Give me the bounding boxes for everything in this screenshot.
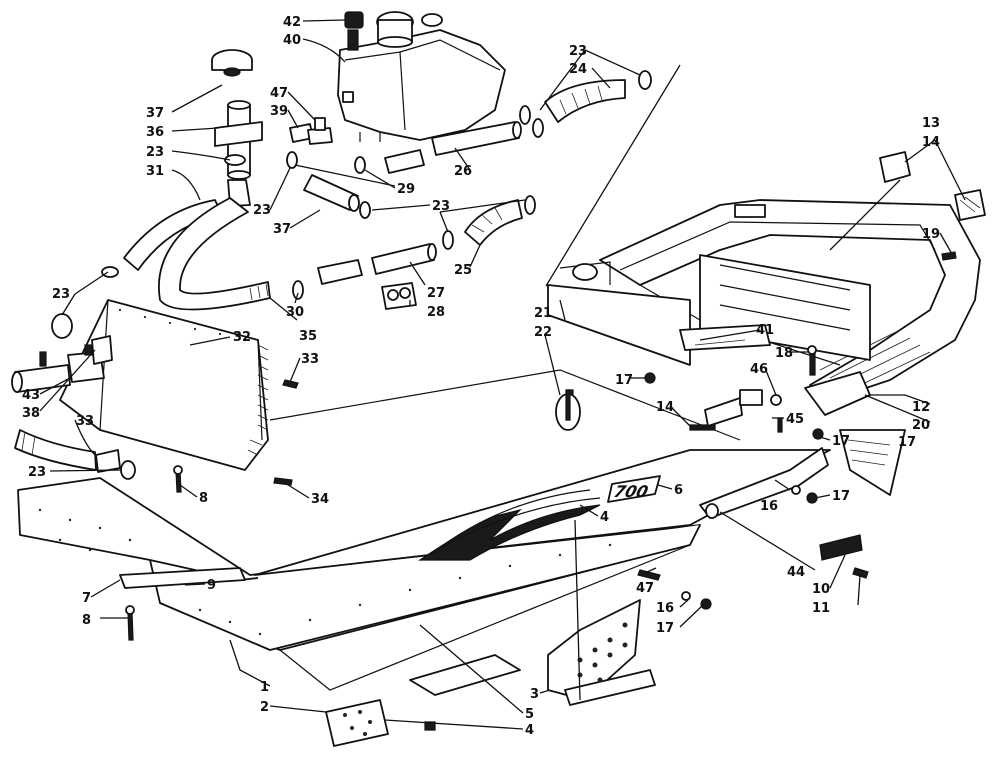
- filler-neck-part-35: [214, 100, 263, 180]
- callout-17-c: 17: [832, 489, 850, 504]
- callout-28-upper: 29: [397, 182, 415, 197]
- callout-22: 22: [534, 325, 552, 340]
- callout-5: 5: [525, 707, 534, 722]
- callout-17-d: 17: [656, 621, 674, 636]
- callout-1: 1: [260, 680, 269, 695]
- callout-39: 40: [283, 33, 301, 48]
- callout-9: 9: [207, 578, 216, 593]
- callout-41: 41: [756, 323, 774, 338]
- callout-30: 32: [233, 330, 251, 345]
- callout-34: 35: [299, 329, 317, 344]
- callout-16-b: 16: [656, 601, 674, 616]
- rear-end-cap-part-20: [804, 371, 871, 416]
- tube-part-28-upper: [384, 149, 425, 174]
- callout-17-e: 17: [898, 435, 916, 450]
- callout-21: 21: [534, 306, 552, 321]
- tube-part-26-upper: [431, 121, 522, 156]
- tube-part-28-lower: [317, 259, 363, 285]
- callout-23-b: 23: [253, 203, 271, 218]
- callout-12: 12: [912, 400, 930, 415]
- callout-45: 46: [750, 362, 768, 377]
- callout-2: 2: [260, 700, 269, 715]
- leader-lines: [39, 19, 966, 730]
- callout-27: 28: [427, 305, 445, 320]
- callout-44: 45: [786, 412, 804, 427]
- callout-36: 37: [146, 106, 164, 121]
- callout-47: 47: [636, 581, 654, 596]
- callout-11: 11: [812, 601, 830, 616]
- callout-7: 7: [82, 591, 91, 606]
- callout-3: 3: [530, 687, 539, 702]
- callout-42: 43: [22, 388, 40, 403]
- callout-6: 6: [674, 483, 683, 498]
- callout-31: 33: [301, 352, 319, 367]
- tunnel-brace-part-43: [699, 447, 829, 519]
- callout-19: 19: [922, 227, 940, 242]
- callout-28-lower: 30: [286, 305, 304, 320]
- callout-46: 47: [270, 86, 288, 101]
- hardware: [125, 251, 957, 731]
- plate-part-2: [325, 699, 389, 747]
- callout-23-a: 23: [146, 145, 164, 160]
- callout-18: 18: [775, 346, 793, 361]
- callout-4-upper: 4: [600, 510, 609, 525]
- radiator-cap-part-36: [211, 49, 253, 77]
- callout-4-lower: 4: [525, 723, 534, 738]
- callout-37-lower: 38: [22, 406, 40, 421]
- callout-8-upper: 8: [199, 491, 208, 506]
- strip-part-10: [819, 534, 863, 561]
- callout-23-f: 23: [28, 465, 46, 480]
- callout-43: 44: [787, 565, 805, 580]
- callout-13: 13: [922, 116, 940, 131]
- clamp-block-part-27: [381, 282, 417, 310]
- foot-pad-part-5: [409, 654, 521, 696]
- hose-clamps-part-23: [51, 70, 652, 480]
- callout-26-upper: 26: [454, 164, 472, 179]
- bracket-part-3: [547, 599, 656, 706]
- callout-29: 31: [146, 164, 164, 179]
- callout-23-c: 23: [569, 44, 587, 59]
- callout-labels: 42 40 47 39 37 36 23 31 23 37 29 26 23 2…: [22, 15, 940, 738]
- callout-8-lower: 8: [82, 613, 91, 628]
- reflector-part-14: [954, 189, 986, 221]
- hose-part-33: [14, 429, 97, 471]
- callout-33: 33: [76, 414, 94, 429]
- callout-15: 14: [656, 400, 674, 415]
- model-badge-text: 700: [612, 482, 650, 501]
- hose-part-37: [303, 174, 360, 212]
- callout-38: 39: [270, 104, 288, 119]
- callout-16-a: 16: [760, 499, 778, 514]
- tube-part-26-lower: [371, 243, 437, 275]
- reflector-part-13: [879, 151, 911, 183]
- fitting-part-33-joint: [95, 449, 121, 473]
- hose-part-25: [464, 199, 523, 246]
- tank-cap-part-40: [344, 11, 364, 51]
- mount-plate-part-21: [547, 261, 691, 366]
- callout-24: 24: [569, 62, 587, 77]
- callout-40: 42: [283, 15, 301, 30]
- snow-flap-part-41: [679, 324, 771, 351]
- coolant-tank-part-39: [337, 11, 506, 142]
- callout-17-b: 17: [832, 434, 850, 449]
- hose-part-24: [544, 79, 626, 123]
- callout-10: 10: [812, 582, 830, 597]
- callout-17-a: 17: [615, 373, 633, 388]
- callout-20: 20: [912, 418, 930, 433]
- callout-23-e: 23: [52, 287, 70, 302]
- heat-exchanger-part-30: [59, 299, 269, 471]
- callout-14: 14: [922, 135, 940, 150]
- callout-25: 25: [454, 263, 472, 278]
- strip-part-7: [119, 567, 246, 589]
- callout-26-lower: 27: [427, 286, 445, 301]
- callout-35: 36: [146, 125, 164, 140]
- callout-37-upper: 37: [273, 222, 291, 237]
- callout-32: 34: [311, 492, 329, 507]
- hood-panel: [254, 369, 831, 576]
- callout-23-d: 23: [432, 199, 450, 214]
- tee-fitting-part-46: [307, 117, 333, 145]
- model-badge-part-6: 700: [607, 475, 661, 503]
- fitting-part-37-lower: [91, 335, 113, 365]
- side-panel-part-17-frame: [839, 429, 906, 496]
